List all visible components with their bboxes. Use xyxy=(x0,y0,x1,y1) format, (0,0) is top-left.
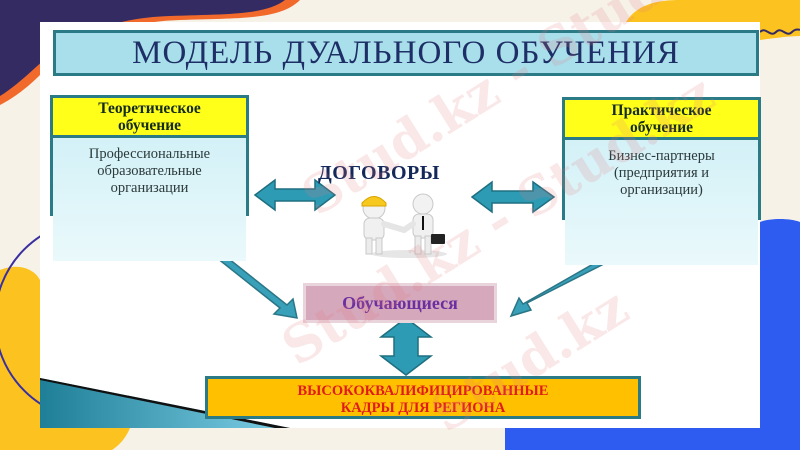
result-line2: КАДРЫ ДЛЯ РЕГИОНА xyxy=(340,400,506,416)
double-arrow-horizontal-left-icon xyxy=(253,178,337,212)
practice-header: Практическое обучение xyxy=(565,100,758,140)
theory-box: Теоретическое обучение Профессиональные … xyxy=(50,95,249,261)
theory-header: Теоретическое обучение xyxy=(53,98,246,138)
theory-body-line3: организации xyxy=(110,180,189,196)
practice-box: Практическое обучение Бизнес-партнеры (п… xyxy=(562,97,761,265)
yellow-blob-top-right xyxy=(626,0,800,22)
theory-body: Профессиональные образовательные организ… xyxy=(53,138,246,261)
practice-body-line3: организации) xyxy=(620,182,703,198)
practice-body-line2: (предприятия и xyxy=(613,165,710,181)
theory-header-line1: Теоретическое xyxy=(98,100,201,117)
yellow-blob-bottom-left xyxy=(0,266,130,450)
blue-frame-bottom-right xyxy=(505,219,800,450)
practice-header-line1: Практическое xyxy=(611,102,712,119)
practice-header-line2: обучение xyxy=(629,119,694,136)
result-line1: ВЫСОКОКВАЛИФИЦИРОВАННЫЕ xyxy=(297,383,549,399)
page-title: МОДЕЛЬ ДУАЛЬНОГО ОБУЧЕНИЯ xyxy=(132,34,680,71)
students-box: Обучающиеся xyxy=(303,283,497,323)
theory-body-line2: образовательные xyxy=(97,163,202,179)
practice-body: Бизнес-партнеры (предприятия и организац… xyxy=(565,140,758,265)
result-box: ВЫСОКОКВАЛИФИЦИРОВАННЫЕ КАДРЫ ДЛЯ РЕГИОН… xyxy=(205,376,641,419)
theory-body-line1: Профессиональные xyxy=(88,146,211,162)
double-arrow-vertical-icon xyxy=(378,317,434,376)
double-arrow-horizontal-right-icon xyxy=(470,180,556,214)
theory-header-line2: обучение xyxy=(117,117,182,134)
title-banner: МОДЕЛЬ ДУАЛЬНОГО ОБУЧЕНИЯ xyxy=(53,30,759,76)
practice-body-line1: Бизнес-партнеры xyxy=(608,148,715,164)
squiggle-line xyxy=(759,28,800,35)
handshake-figures-icon xyxy=(361,193,447,258)
contracts-label: ДОГОВОРЫ xyxy=(318,162,440,184)
students-label: Обучающиеся xyxy=(342,292,458,313)
